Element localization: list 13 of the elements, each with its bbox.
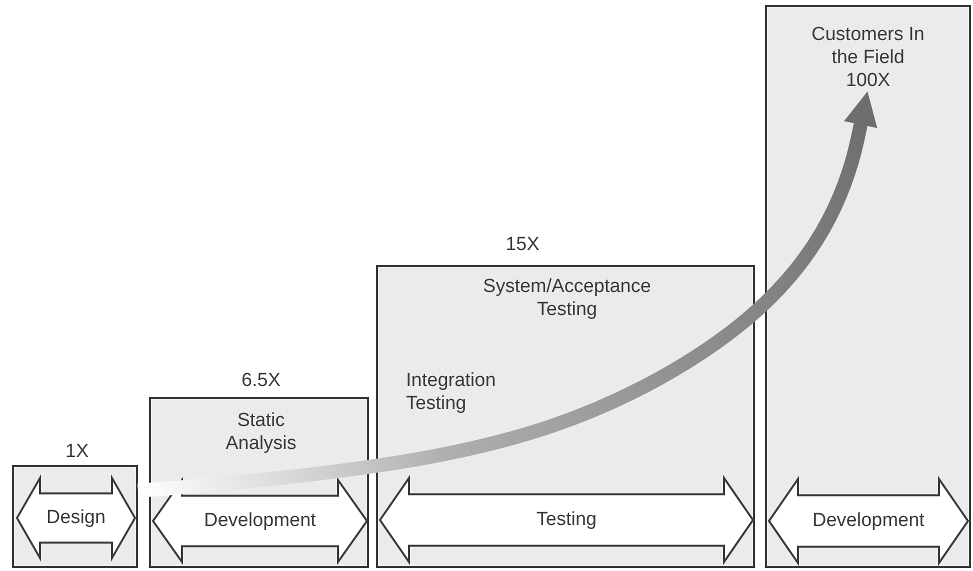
phase-label: Development (812, 509, 926, 532)
stage-label: Static Analysis (224, 409, 298, 455)
cost-multiplier: 6.5X (240, 369, 282, 392)
cost-stage-column (765, 5, 971, 568)
phase-label: Development (203, 509, 317, 532)
cost-multiplier: 1X (64, 440, 90, 463)
stage-label: System/Acceptance Testing (482, 275, 652, 321)
phase-label: Design (45, 506, 107, 529)
cost-multiplier: 100X (844, 69, 892, 92)
stage-label: Integration Testing (406, 369, 497, 415)
phase-label: Testing (535, 508, 598, 531)
stage-label: Customers In the Field (810, 23, 926, 69)
cost-multiplier: 15X (504, 233, 540, 256)
